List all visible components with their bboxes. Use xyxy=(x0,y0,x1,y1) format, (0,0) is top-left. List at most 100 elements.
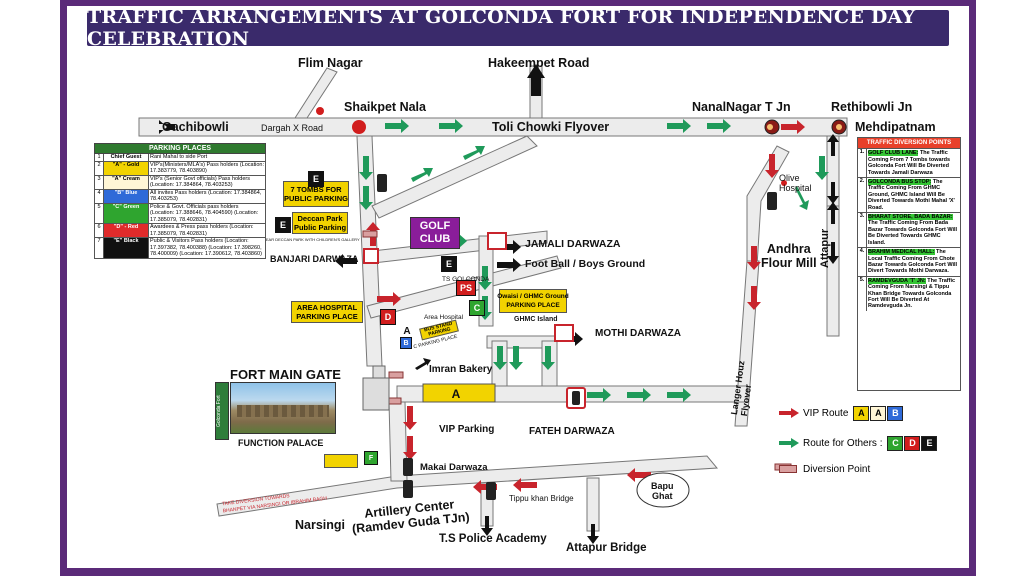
area-hospital-parking-box: AREA HOSPITAL PARKING PLACE xyxy=(291,301,363,323)
map-frame: TRAFFIC ARRANGEMENTS AT GOLCONDA FORT FO… xyxy=(60,0,976,576)
marker-c: C xyxy=(469,300,485,316)
parking-row-tag: "A" Cream xyxy=(103,174,149,190)
label-hakeempet-road: Hakeempet Road xyxy=(488,56,590,70)
label-ghmc-island: GHMC Island xyxy=(514,316,558,323)
legend-others: Route for Others : C D E xyxy=(779,434,959,452)
parking-row-desc: Rani Mahal to side Port xyxy=(148,153,266,162)
legend-other-tag-d: D xyxy=(904,435,921,451)
label-mehdipatnam: Mehdipatnam xyxy=(855,120,936,134)
diversion-item-text: The Local Traffic Coming From Chote Baza… xyxy=(868,249,958,275)
diversion-item-text-wrap: GOLF CLUB LANE: The Traffic Coming From … xyxy=(867,149,960,177)
parking-table-header: PARKING PLACES xyxy=(94,143,266,154)
diversion-item-text: The Traffic Coming From Bada Bazar Towar… xyxy=(868,220,958,246)
diversion-item-text-wrap: BHARAT STORE, BADA BAZAR: The Traffic Co… xyxy=(867,213,960,247)
marker-e-seven-tombs: E xyxy=(308,171,324,187)
label-gachibowli: Gachibowli xyxy=(162,120,229,134)
label-makai-darwaza: Makai Darwaza xyxy=(420,462,488,473)
label-mothi-darwaza: MOTHI DARWAZA xyxy=(595,328,681,339)
legend-diversion: Diversion Point xyxy=(779,460,959,478)
diversion-rows: 1.GOLF CLUB LANE: The Traffic Coming Fro… xyxy=(858,148,960,311)
parking-row-num: 6 xyxy=(94,223,104,238)
legend-diversion-label: Diversion Point xyxy=(803,463,871,475)
diversion-item-text-wrap: BRAHIM MEDICAL HALL: The Local Traffic C… xyxy=(867,248,960,276)
label-olive-hospital: Olive Hospital xyxy=(779,173,812,193)
diversion-item-place: GOLCONDA BUS STOP: xyxy=(868,179,932,186)
parking-row-tag: "A" - Gold xyxy=(103,160,149,176)
diversion-item: 1.GOLF CLUB LANE: The Traffic Coming Fro… xyxy=(858,148,960,178)
deccan-park-parking-box: Deccan Park Public Parking xyxy=(292,212,348,234)
parking-row-desc: Awardees & Press pass holders (Location:… xyxy=(148,223,266,238)
label-area-hospital-small: Area Hospital xyxy=(424,314,464,321)
label-dargah: Dargah X Road xyxy=(261,123,324,133)
road-map xyxy=(138,64,848,544)
diversion-item-num: 1. xyxy=(858,149,867,178)
vip-parking-bar xyxy=(422,383,496,403)
parking-row-desc: Public & Visitors Pass holders (Location… xyxy=(148,237,266,259)
parking-row-num: 5 xyxy=(94,202,104,224)
deccan-note: NEAR DECCAN PARK WITH CHILDREN'S GALLERY xyxy=(263,237,360,242)
owaisi-parking-box: Owaisi / GHMC Ground PARKING PLACE xyxy=(497,289,569,313)
marker-d: D xyxy=(380,309,396,325)
legend-others-label: Route for Others : xyxy=(803,437,883,449)
legend-vip-tag-a1: A xyxy=(853,405,870,421)
diversion-item-text: The Traffic Coming From 7 Tombs towards … xyxy=(868,150,951,176)
other-route-arrows xyxy=(359,119,829,402)
vip-route-arrows xyxy=(366,120,805,494)
label-banjari-darwaza: BANJARI DARWAZA xyxy=(270,254,359,264)
marker-a-vip: A xyxy=(451,387,461,401)
legend-vip: VIP Route A A B xyxy=(779,404,959,422)
label-vip-parking: VIP Parking xyxy=(439,424,495,435)
parking-row-tag: "B" Blue xyxy=(103,188,149,204)
marker-b: B xyxy=(400,337,412,349)
legend-vip-tag-b: B xyxy=(887,405,904,421)
label-attapur-bridge: Attapur Bridge xyxy=(566,542,647,554)
diversion-item: 5.RAMDEVGUDA 'T' JN: The Traffic Coming … xyxy=(858,275,960,311)
road-network xyxy=(138,65,848,532)
marker-f: F xyxy=(364,451,378,465)
label-tippu-khan-bridge: Tippu khan Bridge xyxy=(509,494,574,503)
label-function-palace: FUNCTION PALACE xyxy=(238,438,324,448)
legend: VIP Route A A B Route for Others : C D E… xyxy=(779,404,959,478)
diversion-item-num: 5. xyxy=(858,276,867,311)
legend-vip-tag-a2: A xyxy=(870,405,887,421)
marker-ps: PS xyxy=(456,280,476,296)
parking-row-tag: "D" - Red xyxy=(103,223,149,238)
legend-other-tag-c: C xyxy=(887,435,904,451)
legend-other-tag-e: E xyxy=(921,435,938,451)
diversion-item-place: RAMDEVGUDA 'T' JN: xyxy=(868,277,926,284)
diversion-item-text: The Traffic Coming From GHMC Ground, GHM… xyxy=(868,179,955,211)
fort-strip: Golconda Fort xyxy=(215,382,229,440)
parking-row-desc: Police & Govt. Officials pass holders (L… xyxy=(148,202,266,224)
parking-row-num: 1 xyxy=(94,153,104,162)
label-attapur: Attapur xyxy=(819,228,831,268)
diversion-item-place: BHARAT STORE, BADA BAZAR: xyxy=(868,214,953,221)
label-bapu-ghat: Bapu Ghat xyxy=(651,481,674,501)
diversion-item: 3.BHARAT STORE, BADA BAZAR: The Traffic … xyxy=(858,212,960,248)
diversion-item-num: 4. xyxy=(858,248,867,276)
parking-row-num: 7 xyxy=(94,237,104,259)
gate-squares xyxy=(363,232,574,342)
legend-vip-label: VIP Route xyxy=(803,407,849,419)
marker-a: A xyxy=(403,325,411,337)
parking-row-tag: Chief Guest xyxy=(103,153,149,162)
golf-club-box: GOLF CLUB xyxy=(410,217,460,249)
label-fort-main-gate: FORT MAIN GATE xyxy=(230,367,341,382)
fort-photo xyxy=(230,382,336,434)
diversion-point-icon xyxy=(779,465,797,473)
label-ts-golconda: TS GOLCONDA xyxy=(442,276,489,283)
small-parking-box xyxy=(324,454,358,468)
label-shaikpet-nala: Shaikpet Nala xyxy=(344,100,426,114)
parking-row-desc: VIP's(Ministers/MLA's) Pass holders (Loc… xyxy=(148,160,266,176)
page-title: TRAFFIC ARRANGEMENTS AT GOLCONDA FORT FO… xyxy=(87,6,949,50)
label-andhra-flour-mill: Andhra Flour Mill xyxy=(761,242,817,270)
label-rethibowli: Rethibowli Jn xyxy=(831,100,913,114)
diversion-item-place: GOLF CLUB LANE: xyxy=(868,150,919,157)
diversion-item-num: 2. xyxy=(858,178,867,213)
junction-markers xyxy=(316,107,847,186)
